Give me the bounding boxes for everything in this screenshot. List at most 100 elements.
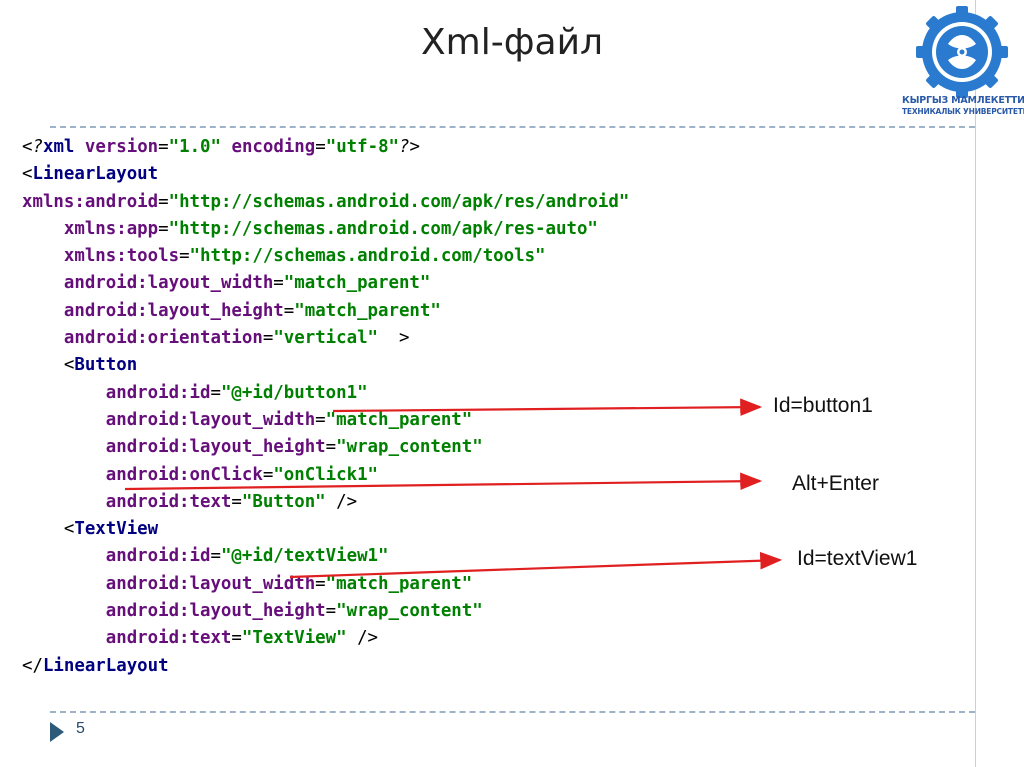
code-line: android:id="@+id/textView1" [22, 543, 629, 570]
code-token: android:layout_width [105, 409, 316, 430]
code-token: = [315, 137, 326, 157]
code-token: android:layout_width [63, 273, 274, 294]
code-token: "http://schemas.android.com/apk/res/andr… [168, 191, 630, 212]
code-token: = [262, 464, 274, 485]
code-line: </LinearLayout [22, 653, 629, 680]
logo-caption-line1: КЫРГЫЗ МАМЛЕКЕТТИК [902, 95, 1024, 106]
code-token [22, 437, 106, 457]
code-token: "match_parent" [325, 409, 473, 430]
code-line: <Button [22, 352, 629, 379]
code-token: android:layout_width [105, 573, 316, 594]
code-token: "TextView" [241, 628, 347, 649]
code-token: "Button" [241, 491, 326, 512]
code-token: = [179, 246, 190, 267]
code-token: TextView [74, 519, 159, 540]
code-token: "http://schemas.android.com/tools" [189, 246, 546, 267]
code-token: = [158, 137, 169, 157]
code-token: "vertical" [273, 328, 379, 349]
annotation-alt-enter: Alt+Enter [792, 472, 879, 495]
code-token: android:layout_height [63, 300, 284, 321]
code-line: <?xml version="1.0" encoding="utf-8"?> [22, 134, 629, 161]
code-token: android:id [105, 546, 211, 567]
code-token: android:orientation [63, 328, 263, 349]
code-token: > [378, 328, 410, 349]
code-token [22, 601, 106, 621]
code-token [22, 383, 106, 403]
code-line: <TextView [22, 516, 629, 543]
code-token [22, 410, 106, 430]
code-token: "@+id/button1" [220, 382, 368, 403]
code-token: = [315, 409, 326, 430]
code-token: version [84, 137, 159, 157]
code-token: android:text [105, 491, 232, 512]
code-token: = [210, 382, 221, 403]
top-divider [50, 126, 975, 128]
code-token: = [315, 573, 326, 594]
code-token: = [325, 437, 337, 458]
code-token: "wrap_content" [336, 437, 483, 458]
code-line: android:layout_width="match_parent" [22, 270, 629, 297]
code-token [22, 301, 64, 321]
code-token [22, 328, 64, 348]
code-token: < [22, 519, 75, 540]
code-token: "onClick1" [273, 464, 379, 485]
code-token: android:layout_height [105, 437, 326, 458]
code-line: android:text="TextView" /> [22, 625, 629, 652]
code-token: LinearLayout [32, 164, 159, 185]
code-token: < [22, 355, 75, 376]
code-token [22, 219, 64, 239]
code-token: = [262, 328, 274, 349]
code-token: encoding [231, 137, 316, 157]
code-line: android:layout_height="wrap_content" [22, 598, 629, 625]
logo-caption-line2: ТЕХНИКАЛЫК УНИВЕРСИТЕТИ [902, 107, 1024, 116]
code-token: "match_parent" [325, 573, 473, 594]
code-token: "1.0" [168, 137, 221, 157]
page-number: 5 [76, 720, 85, 737]
code-token: xmlns:app [63, 218, 159, 239]
code-token [22, 246, 64, 266]
code-token: = [325, 601, 337, 622]
code-line: <LinearLayout [22, 161, 629, 188]
code-token [22, 273, 64, 293]
code-token [22, 628, 106, 648]
code-token: = [210, 546, 221, 567]
code-line: xmlns:tools="http://schemas.android.com/… [22, 243, 629, 270]
annotation-textview-id: Id=textView1 [797, 547, 918, 570]
code-token: < [22, 137, 33, 157]
code-token: "match_parent" [283, 273, 431, 294]
code-line: android:layout_width="match_parent" [22, 407, 629, 434]
code-token: android:onClick [105, 464, 263, 485]
xml-code-block: <?xml version="1.0" encoding="utf-8"?><L… [22, 134, 629, 680]
code-token: android:id [105, 382, 211, 403]
code-line: android:layout_width="match_parent" [22, 571, 629, 598]
code-token: /> [325, 491, 358, 512]
code-token: xmlns:tools [63, 246, 180, 267]
code-token: = [158, 191, 169, 212]
code-line: xmlns:android="http://schemas.android.co… [22, 189, 629, 216]
code-token [22, 574, 106, 594]
code-token [221, 137, 231, 157]
code-token: "utf-8" [325, 137, 400, 157]
slide-bullet-icon [50, 722, 64, 742]
code-token: > [409, 137, 420, 157]
code-token: android:text [105, 628, 232, 649]
code-token: "match_parent" [294, 300, 441, 321]
code-line: android:layout_height="match_parent" [22, 298, 629, 325]
code-line: android:text="Button" /> [22, 489, 629, 516]
code-token: ? [32, 137, 43, 157]
bottom-divider [50, 711, 975, 713]
code-token: "@+id/textView1" [220, 546, 389, 567]
code-token: < [22, 164, 33, 185]
code-token: Button [74, 355, 138, 376]
code-token: xmlns:android [22, 191, 159, 212]
university-logo-icon [916, 6, 1008, 98]
code-line: xmlns:app="http://schemas.android.com/ap… [22, 216, 629, 243]
code-token: = [231, 491, 242, 512]
slide-right-rule [975, 0, 976, 767]
code-token [22, 492, 106, 512]
code-token: = [158, 218, 169, 239]
code-token: "wrap_content" [336, 601, 483, 622]
code-token: ? [399, 137, 410, 157]
code-token: xml [42, 137, 85, 157]
code-line: android:id="@+id/button1" [22, 380, 629, 407]
